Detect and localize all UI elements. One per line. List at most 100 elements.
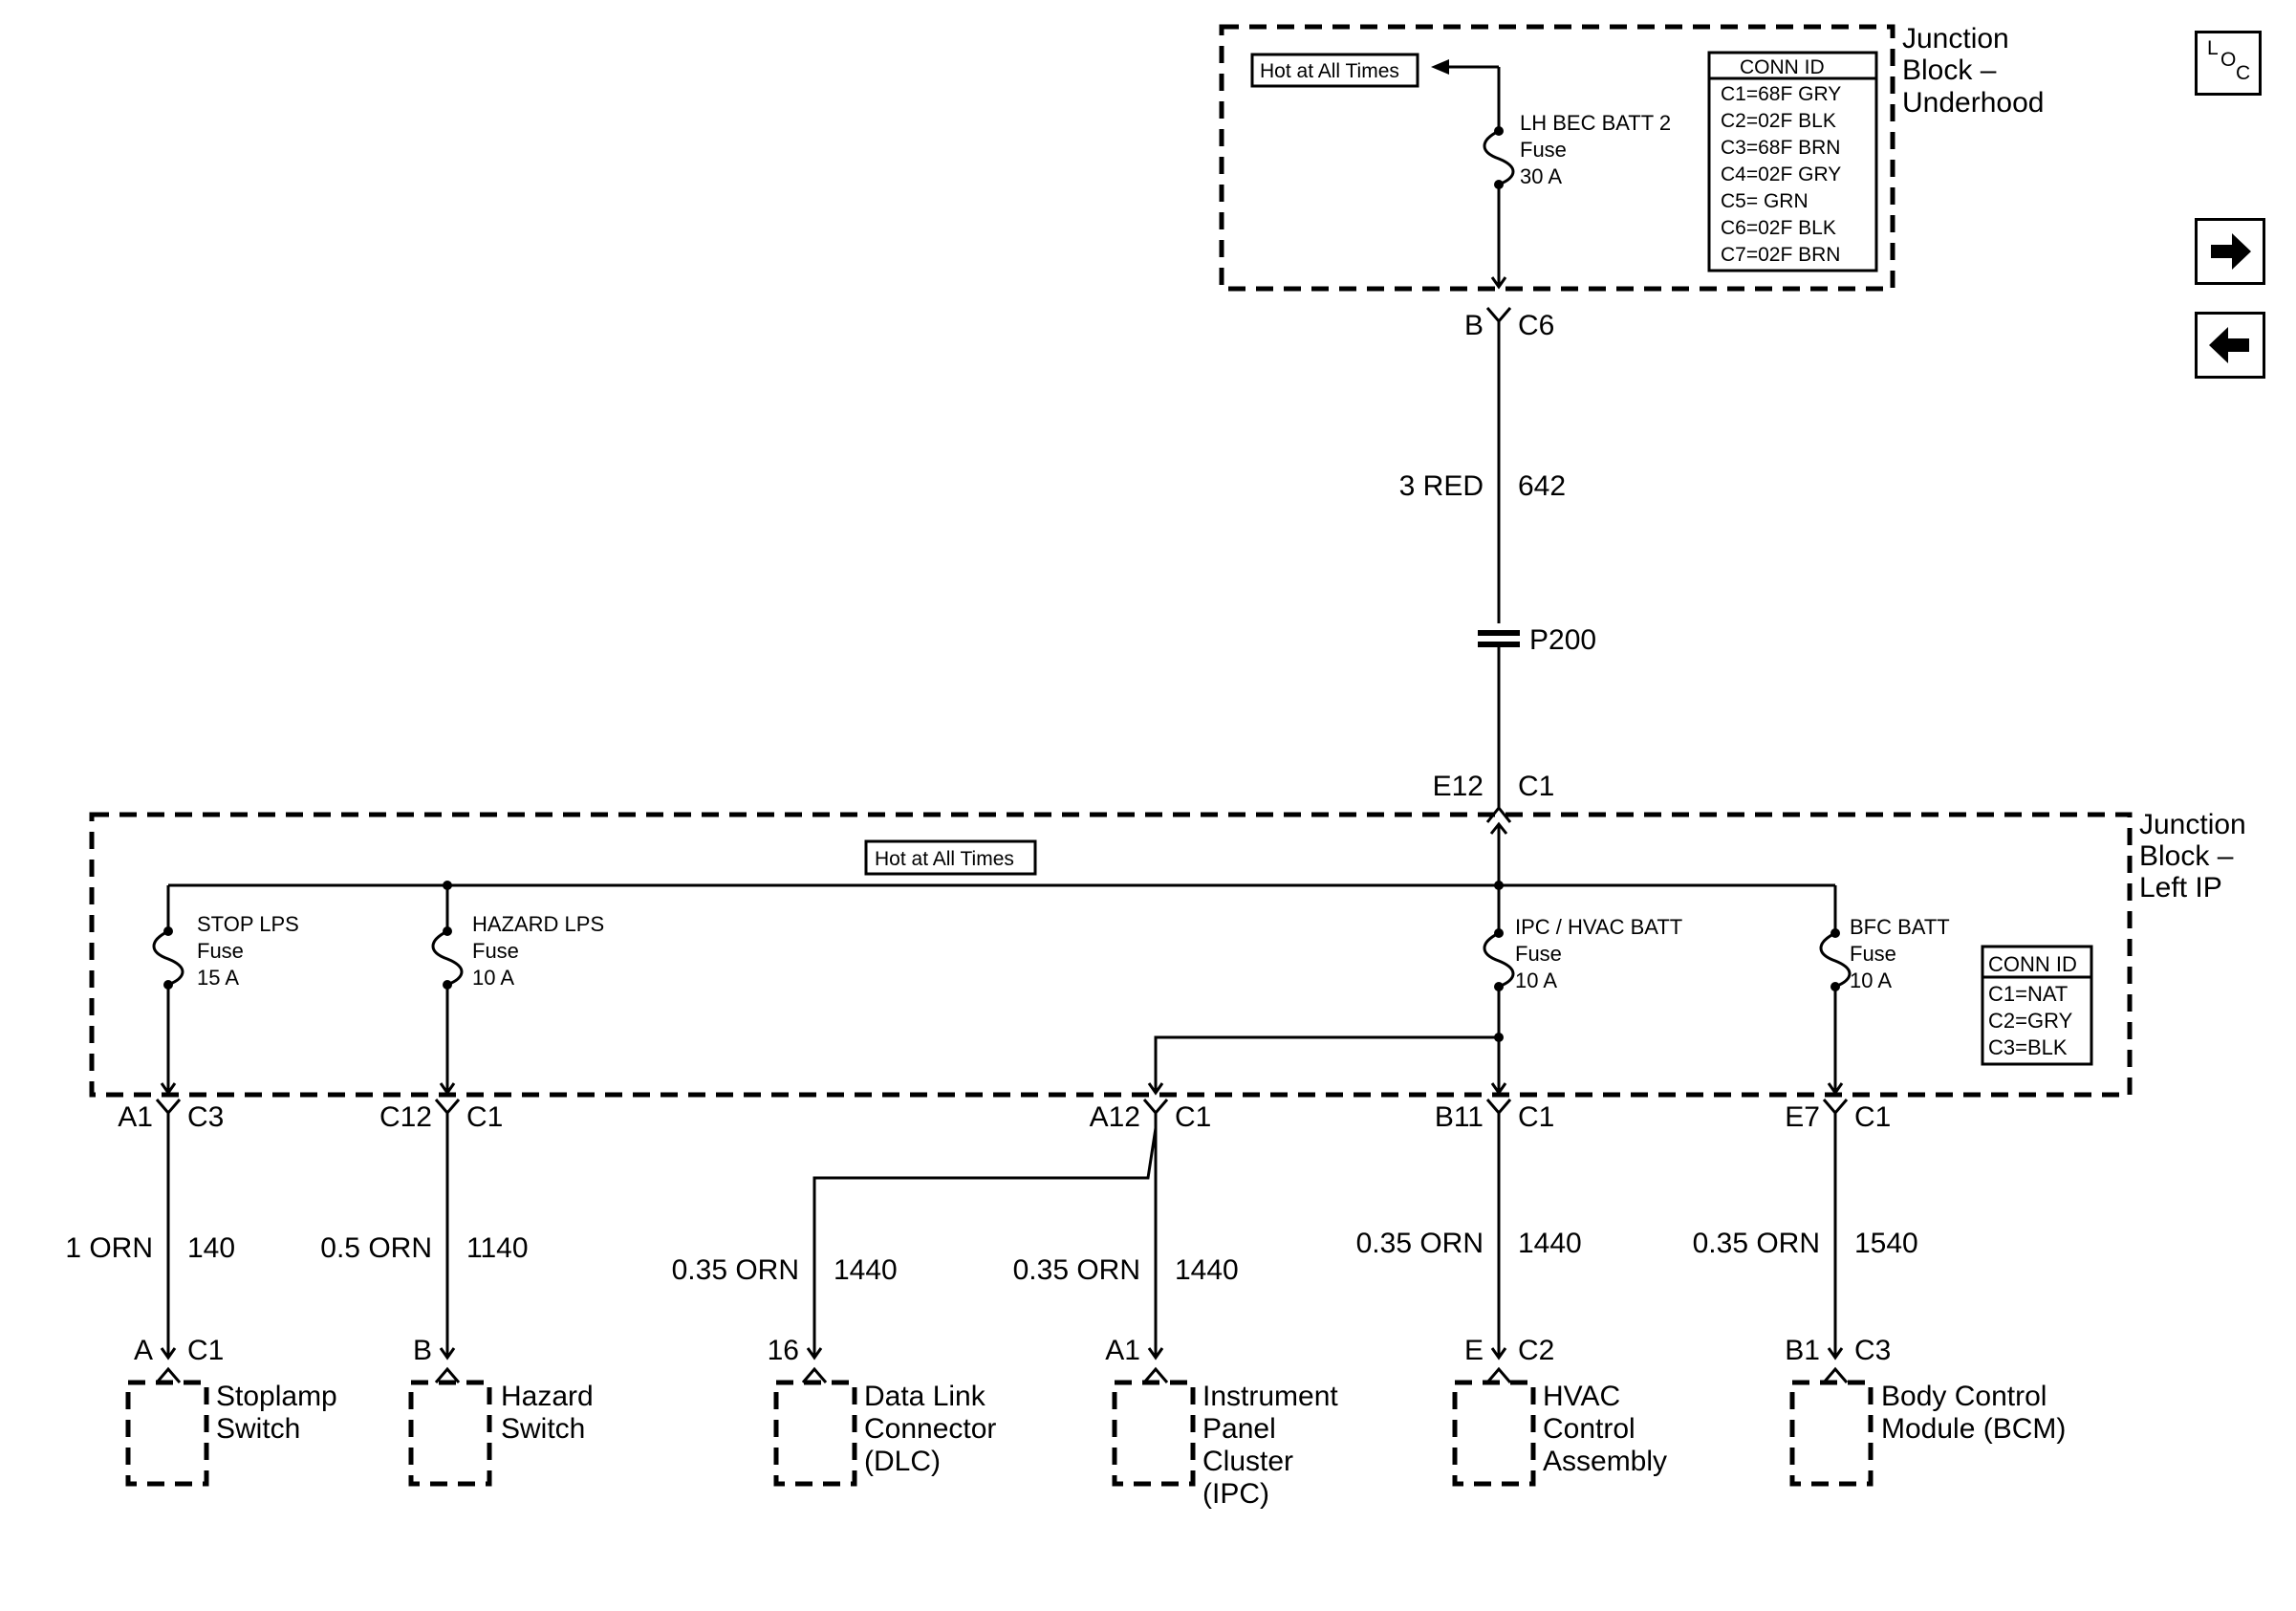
fuse-symbol-hazard-lps [431, 929, 464, 987]
connector-symbol [155, 1366, 182, 1383]
location-icon-letter-l: L [2207, 37, 2219, 59]
conn-id-table-underhood [1707, 51, 1878, 272]
branch-out-pin: A1 [118, 1101, 153, 1133]
branch-wire-gauge: 0.35 ORN [1356, 1228, 1484, 1259]
branch-out-connector: C3 [187, 1101, 224, 1133]
device-connector: C3 [1854, 1335, 1891, 1366]
device-outline [1789, 1380, 1874, 1487]
device-name-line: Module (BCM) [1881, 1413, 2066, 1445]
splice-p200-symbol [1478, 642, 1520, 647]
feed-in-pin: E12 [1433, 771, 1484, 802]
device-name-line: HVAC [1543, 1381, 1620, 1412]
conn-id-title-left-ip: CONN ID [1988, 952, 2077, 976]
device-name-line: Cluster [1202, 1446, 1293, 1477]
hot-at-all-times-label-left-ip [864, 839, 1037, 876]
connector-arrow [160, 1347, 177, 1361]
conn-id-table-left-ip [1981, 945, 2093, 1066]
junction-underhood-title-line-3: Underhood [1902, 87, 2044, 119]
device-connector: C1 [187, 1335, 224, 1366]
branch-wire-gauge: 0.35 ORN [1693, 1228, 1820, 1259]
connector-arrow [1489, 821, 1508, 835]
device-name-line: Switch [501, 1413, 585, 1445]
branch-out-connector: C1 [466, 1101, 503, 1133]
conn-id-row: C5= GRN [1721, 190, 1809, 212]
device-pin: A [134, 1335, 153, 1366]
connector-symbol [1485, 1099, 1512, 1116]
conn-id-row: C3=BLK [1988, 1035, 2068, 1059]
device-name-line: (DLC) [864, 1446, 941, 1477]
branch-wire-gauge: 1 ORN [65, 1232, 153, 1264]
conn-id-row: C6=02F BLK [1721, 217, 1836, 239]
feed-in-connector: C1 [1518, 771, 1554, 802]
branch-wire-circuit: 1540 [1854, 1228, 1918, 1259]
branch-wire-circuit: 1140 [466, 1232, 529, 1264]
fuse-symbol-stop-lps [152, 929, 184, 987]
connector-arrow [1827, 1347, 1844, 1361]
previous-page-button[interactable] [2195, 312, 2265, 379]
device-pin: E [1464, 1335, 1484, 1366]
connector-arrow [1147, 1347, 1164, 1361]
connector-symbol [1822, 1099, 1849, 1116]
device-pin: B1 [1785, 1335, 1820, 1366]
conn-id-row: C3=68F BRN [1721, 137, 1840, 159]
connector-symbol [434, 1366, 461, 1383]
conn-id-row: C1=NAT [1988, 982, 2068, 1006]
hot-at-all-times-text-underhood: Hot at All Times [1260, 60, 1399, 82]
arrow-left-icon [1431, 59, 1449, 75]
branch-out-pin: A12 [1090, 1101, 1140, 1133]
device-connector: C2 [1518, 1335, 1554, 1366]
connector-arrow [1827, 1082, 1844, 1096]
next-page-button[interactable] [2195, 218, 2265, 285]
branch-out-connector: C1 [1854, 1101, 1891, 1133]
connector-arrow [439, 1082, 456, 1096]
fuse-lh-bec-batt-2-name: LH BEC BATT 2 [1520, 111, 1671, 135]
branch-out-connector: C1 [1518, 1101, 1554, 1133]
connector-arrow [1490, 276, 1507, 290]
device-name-line: Data Link [864, 1381, 986, 1412]
device-outline [1452, 1380, 1536, 1487]
branch-out-pin: B11 [1435, 1101, 1484, 1133]
branch-out-connector: C1 [1175, 1101, 1211, 1133]
connector-symbol [434, 1099, 461, 1116]
fuse-hazard-lps-rating: 10 A [472, 966, 514, 990]
branch-wire-gauge: 0.35 ORN [1013, 1254, 1140, 1286]
fuse-bfc-batt-name: BFC BATT [1850, 915, 1950, 939]
connector-arrow [160, 1082, 177, 1096]
feed-wire-gauge: 3 RED [1399, 470, 1484, 502]
fuse-bfc-batt-rating: 10 A [1850, 969, 1892, 992]
branch-wire-circuit: 1440 [1518, 1228, 1582, 1259]
conn-id-row: C1=68F GRY [1721, 83, 1841, 105]
fuse-stop-lps-type: Fuse [197, 939, 244, 963]
branch-wire [812, 1127, 1158, 1358]
device-outline [1112, 1380, 1196, 1487]
hot-at-all-times-text-left-ip: Hot at All Times [875, 848, 1014, 870]
branch-wire-gauge: 0.35 ORN [672, 1254, 799, 1286]
connector-arrow [1490, 1082, 1507, 1096]
location-icon-letter-c: C [2236, 62, 2251, 84]
connector-symbol [1142, 1366, 1169, 1383]
wire-segment [1154, 1035, 1499, 1093]
splice-p200-label: P200 [1529, 624, 1596, 656]
device-pin: B [413, 1335, 432, 1366]
location-button[interactable]: L O C [2195, 31, 2262, 96]
device-pin: 16 [768, 1335, 799, 1366]
device-outline [408, 1380, 492, 1487]
junction-left-ip-title-line-3: Left IP [2139, 872, 2222, 903]
conn-id-row: C2=02F BLK [1721, 110, 1836, 132]
device-name-line: Panel [1202, 1413, 1276, 1445]
conn-id-title-underhood: CONN ID [1740, 56, 1825, 78]
device-name-line: Instrument [1202, 1381, 1338, 1412]
fuse-lh-bec-batt-2-type: Fuse [1520, 138, 1567, 162]
arrow-left-icon [2209, 327, 2249, 363]
fuse-stop-lps-name: STOP LPS [197, 912, 299, 936]
connector-symbol [1142, 1099, 1169, 1116]
hot-at-all-times-label-underhood [1250, 53, 1419, 88]
junction-underhood-title-line-1: Junction [1902, 23, 2009, 54]
connector-symbol [1822, 1366, 1849, 1383]
connector-arrow [1147, 1082, 1164, 1096]
fuse-ipc-hvac-batt-rating: 10 A [1515, 969, 1557, 992]
fuse-symbol-lh-bec-batt-2 [1483, 129, 1515, 186]
